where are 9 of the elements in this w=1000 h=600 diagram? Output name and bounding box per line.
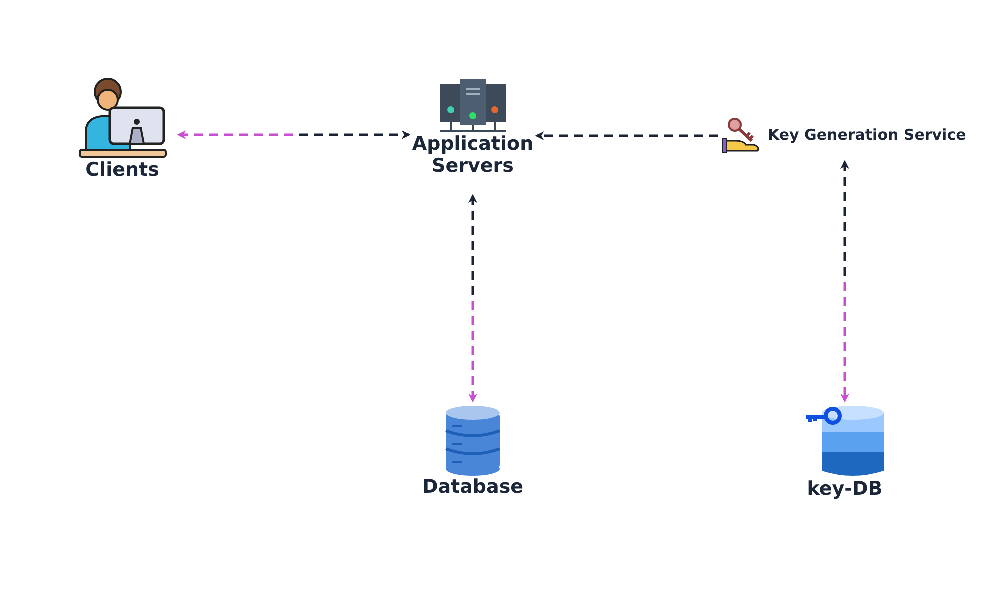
node-label: key-DB <box>807 479 883 501</box>
node-label: Clients <box>86 160 160 182</box>
node-label: Database <box>422 477 524 499</box>
dashed-arrow <box>468 194 478 403</box>
node-label: Key Generation Service <box>768 127 966 145</box>
dashed-arrow <box>177 130 411 140</box>
dashed-arrow <box>840 160 850 403</box>
dashed-arrow <box>535 132 718 140</box>
node-label: Application Servers <box>412 134 534 178</box>
